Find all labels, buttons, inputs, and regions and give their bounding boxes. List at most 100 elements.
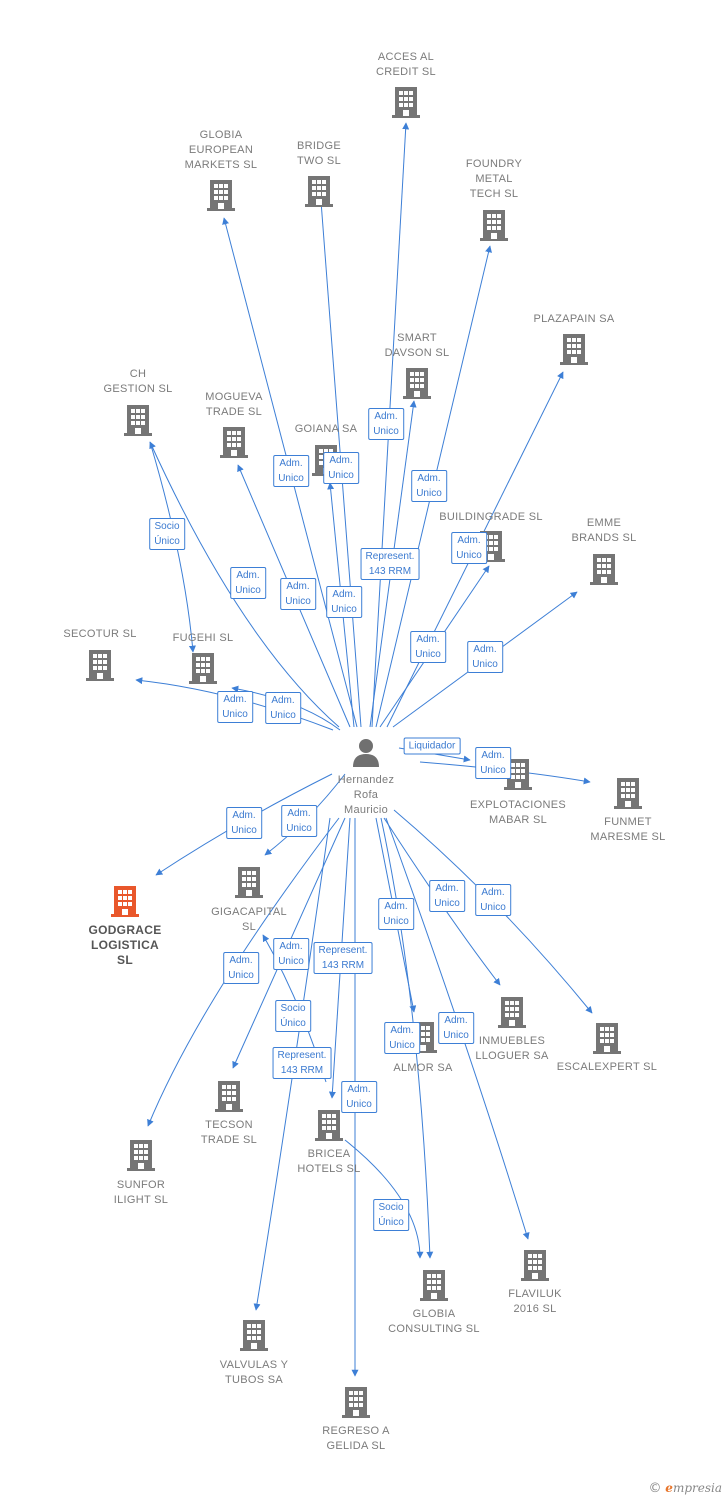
node-buildingrade[interactable]: BUILDINGRADE SL bbox=[421, 510, 561, 525]
edge-label-ch-to-fugehi[interactable]: Socio Único bbox=[149, 518, 185, 550]
edge-label-bricea-to-globia_c[interactable]: Socio Único bbox=[373, 1199, 409, 1231]
node-foundry[interactable]: FOUNDRY METAL TECH SL bbox=[424, 157, 564, 202]
edge-label-hernandez-to-foundry[interactable]: Adm. Unico bbox=[411, 470, 447, 502]
building-icon-tecson[interactable] bbox=[215, 1081, 243, 1112]
node-label-valvulas[interactable]: VALVULAS Y TUBOS SA bbox=[219, 1359, 289, 1386]
edge-label-hernandez-to-secotur[interactable]: Adm. Unico bbox=[217, 691, 253, 723]
edge-label-hernandez-to-globia_c[interactable]: Adm. Unico bbox=[384, 1022, 420, 1054]
edge-label-hernandez-to-regreso[interactable]: Adm. Unico bbox=[341, 1081, 377, 1113]
node-label-globia_eu[interactable]: GLOBIA EUROPEAN MARKETS SL bbox=[184, 129, 258, 171]
person-icon[interactable] bbox=[353, 739, 379, 767]
edge-label-hernandez-to-ch[interactable]: Adm. Unico bbox=[230, 567, 266, 599]
node-label-bridge[interactable]: BRIDGE TWO SL bbox=[297, 140, 341, 167]
node-label-godgrace[interactable]: GODGRACE LOGISTICA SL bbox=[88, 923, 162, 967]
building-icon-globia_c[interactable] bbox=[420, 1270, 448, 1301]
building-icon-escalexpert[interactable] bbox=[593, 1023, 621, 1054]
node-mogueva[interactable]: MOGUEVA TRADE SL bbox=[164, 390, 304, 420]
building-icon-flaviluk[interactable] bbox=[521, 1250, 549, 1281]
node-smart[interactable]: SMART DAVSON SL bbox=[347, 331, 487, 361]
node-escalexpert[interactable]: ESCALEXPERT SL bbox=[537, 1060, 677, 1075]
building-icon-plazapain[interactable] bbox=[560, 334, 588, 365]
edge-label-hernandez-to-flaviluk[interactable]: Adm. Unico bbox=[438, 1012, 474, 1044]
node-label-bricea[interactable]: BRICEA HOTELS SL bbox=[297, 1148, 361, 1175]
edge-label-hernandez-to-sunfor[interactable]: Adm. Unico bbox=[223, 952, 259, 984]
edge-label-hernandez-to-acces[interactable]: Adm. Unico bbox=[368, 408, 404, 440]
edge-label-hernandez-to-almor[interactable]: Adm. Unico bbox=[378, 898, 414, 930]
edge-label-bricea-to-gigacapital[interactable]: Socio Único bbox=[275, 1000, 311, 1032]
node-label-foundry[interactable]: FOUNDRY METAL TECH SL bbox=[465, 158, 523, 200]
building-icon-secotur[interactable] bbox=[86, 650, 114, 681]
building-icon-inmuebles[interactable] bbox=[498, 997, 526, 1028]
node-fugehi[interactable]: FUGEHI SL bbox=[133, 631, 273, 646]
building-icon-fugehi[interactable] bbox=[189, 653, 217, 684]
node-bricea[interactable]: BRICEA HOTELS SL bbox=[259, 1147, 399, 1177]
building-icon-smart[interactable] bbox=[403, 368, 431, 399]
node-godgrace[interactable]: GODGRACE LOGISTICA SL bbox=[55, 923, 195, 968]
node-label-smart[interactable]: SMART DAVSON SL bbox=[384, 332, 450, 359]
node-emme[interactable]: EMME BRANDS SL bbox=[534, 516, 674, 546]
node-sunfor[interactable]: SUNFOR ILIGHT SL bbox=[71, 1178, 211, 1208]
building-icon-regreso[interactable] bbox=[342, 1387, 370, 1418]
node-label-flaviluk[interactable]: FLAVILUK 2016 SL bbox=[508, 1288, 562, 1315]
node-ch[interactable]: CH GESTION SL bbox=[68, 367, 208, 397]
node-label-sunfor[interactable]: SUNFOR ILIGHT SL bbox=[113, 1179, 169, 1206]
node-hernandez[interactable]: Hernandez Rofa Mauricio bbox=[296, 773, 436, 818]
node-acces[interactable]: ACCES AL CREDIT SL bbox=[336, 50, 476, 80]
node-globia_c[interactable]: GLOBIA CONSULTING SL bbox=[364, 1307, 504, 1337]
building-icon-godgrace[interactable] bbox=[111, 886, 139, 917]
building-icon-ch[interactable] bbox=[124, 405, 152, 436]
edge-label-hernandez-to-inmuebles[interactable]: Adm. Unico bbox=[429, 880, 465, 912]
node-tecson[interactable]: TECSON TRADE SL bbox=[159, 1118, 299, 1148]
node-label-emme[interactable]: EMME BRANDS SL bbox=[571, 517, 637, 544]
edge-label-hernandez-to-bridge[interactable]: Adm. Unico bbox=[323, 452, 359, 484]
node-label-goiana[interactable]: GOIANA SA bbox=[294, 423, 358, 435]
edge-label-hernandez-to-tecson[interactable]: Adm. Unico bbox=[273, 938, 309, 970]
node-label-hernandez[interactable]: Hernandez Rofa Mauricio bbox=[337, 774, 395, 816]
edge-label-hernandez-to-godgrace[interactable]: Adm. Unico bbox=[226, 807, 262, 839]
node-label-buildingrade[interactable]: BUILDINGRADE SL bbox=[439, 511, 543, 523]
edge-label-hernandez-to-buildingrade[interactable]: Adm. Unico bbox=[410, 631, 446, 663]
node-flaviluk[interactable]: FLAVILUK 2016 SL bbox=[465, 1287, 605, 1317]
edge-label-hernandez-to-fugehi[interactable]: Adm. Unico bbox=[265, 692, 301, 724]
building-icon-bricea[interactable] bbox=[315, 1110, 343, 1141]
edge-label-hernandez-to-plazapain[interactable]: Adm. Unico bbox=[451, 532, 487, 564]
building-icon-sunfor[interactable] bbox=[127, 1140, 155, 1171]
building-icon-funmet[interactable] bbox=[614, 778, 642, 809]
building-icon-globia_eu[interactable] bbox=[207, 180, 235, 211]
node-label-funmet[interactable]: FUNMET MARESME SL bbox=[590, 816, 666, 843]
edge-label-hernandez-to-smart[interactable]: Represent. 143 RRM bbox=[360, 548, 420, 580]
edge-label-hernandez-to-bricea[interactable]: Represent. 143 RRM bbox=[313, 942, 373, 974]
edge-label-hernandez-to-mogueva[interactable]: Adm. Unico bbox=[280, 578, 316, 610]
building-icon-mogueva[interactable] bbox=[220, 427, 248, 458]
building-icon-emme[interactable] bbox=[590, 554, 618, 585]
node-label-globia_c[interactable]: GLOBIA CONSULTING SL bbox=[388, 1308, 480, 1335]
node-label-escalexpert[interactable]: ESCALEXPERT SL bbox=[556, 1061, 658, 1073]
node-globia_eu[interactable]: GLOBIA EUROPEAN MARKETS SL bbox=[151, 128, 291, 173]
edge-label-hernandez-to-escalexpert[interactable]: Adm. Unico bbox=[475, 884, 511, 916]
node-label-plazapain[interactable]: PLAZAPAIN SA bbox=[533, 313, 615, 325]
building-icon-valvulas[interactable] bbox=[240, 1320, 268, 1351]
node-label-gigacapital[interactable]: GIGACAPITAL SL bbox=[211, 906, 287, 933]
building-icon-acces[interactable] bbox=[392, 87, 420, 118]
node-label-explotaciones[interactable]: EXPLOTACIONES MABAR SL bbox=[470, 799, 566, 826]
node-explotaciones[interactable]: EXPLOTACIONES MABAR SL bbox=[448, 798, 588, 828]
node-label-secotur[interactable]: SECOTUR SL bbox=[63, 628, 137, 640]
node-regreso[interactable]: REGRESO A GELIDA SL bbox=[286, 1424, 426, 1454]
node-gigacapital[interactable]: GIGACAPITAL SL bbox=[179, 905, 319, 935]
empresia-logo[interactable]: © empresia bbox=[648, 1481, 722, 1496]
node-funmet[interactable]: FUNMET MARESME SL bbox=[558, 815, 698, 845]
node-secotur[interactable]: SECOTUR SL bbox=[30, 627, 170, 642]
building-icon-gigacapital[interactable] bbox=[235, 867, 263, 898]
edge-label-hernandez-to-globia_eu[interactable]: Adm. Unico bbox=[273, 455, 309, 487]
node-label-ch[interactable]: CH GESTION SL bbox=[103, 368, 173, 395]
node-almor[interactable]: ALMOR SA bbox=[353, 1061, 493, 1076]
node-label-inmuebles[interactable]: INMUEBLES LLOGUER SA bbox=[475, 1035, 549, 1062]
edge-label-hernandez-to-goiana[interactable]: Adm. Unico bbox=[326, 586, 362, 618]
node-goiana[interactable]: GOIANA SA bbox=[256, 422, 396, 437]
node-bridge[interactable]: BRIDGE TWO SL bbox=[249, 139, 389, 169]
edge-label-hernandez-to-valvulas[interactable]: Represent. 143 RRM bbox=[272, 1047, 332, 1079]
edge-label-hernandez-to-funmet[interactable]: Adm. Unico bbox=[475, 747, 511, 779]
edge-label-hernandez-to-gigacapital[interactable]: Adm. Unico bbox=[281, 805, 317, 837]
node-label-fugehi[interactable]: FUGEHI SL bbox=[172, 632, 234, 644]
node-valvulas[interactable]: VALVULAS Y TUBOS SA bbox=[184, 1358, 324, 1388]
